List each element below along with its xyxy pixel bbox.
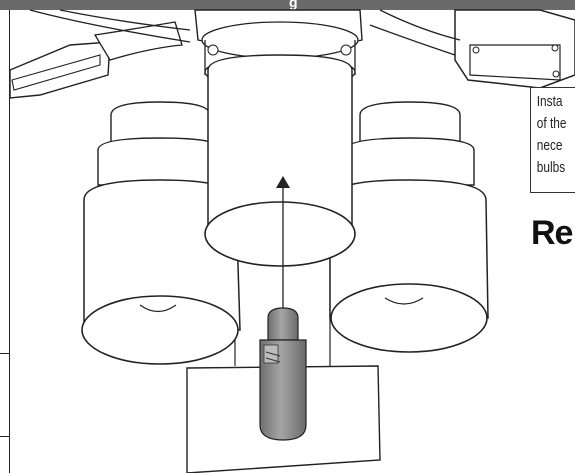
callout-line-3: nece bbox=[536, 138, 563, 154]
left-panel-edge bbox=[0, 353, 9, 437]
header-band-text: g bbox=[289, 0, 298, 10]
center-light-shade bbox=[204, 54, 356, 267]
header-band: g bbox=[0, 0, 575, 10]
callout-line-2: of the bbox=[536, 116, 567, 132]
callout-line-4: bulbs bbox=[536, 160, 566, 176]
instruction-callout: Insta of the nece bulbs bbox=[530, 87, 575, 193]
callout-line-1: Insta bbox=[536, 94, 563, 110]
left-blade-iron bbox=[9, 9, 191, 99]
left-margin-rule bbox=[9, 10, 10, 473]
left-light-shade bbox=[81, 101, 241, 365]
insert-arrow-head bbox=[276, 176, 290, 188]
led-bulb bbox=[259, 307, 307, 441]
right-blade-iron bbox=[369, 9, 575, 89]
section-heading: Re bbox=[531, 214, 573, 252]
right-light-shade bbox=[329, 101, 489, 353]
